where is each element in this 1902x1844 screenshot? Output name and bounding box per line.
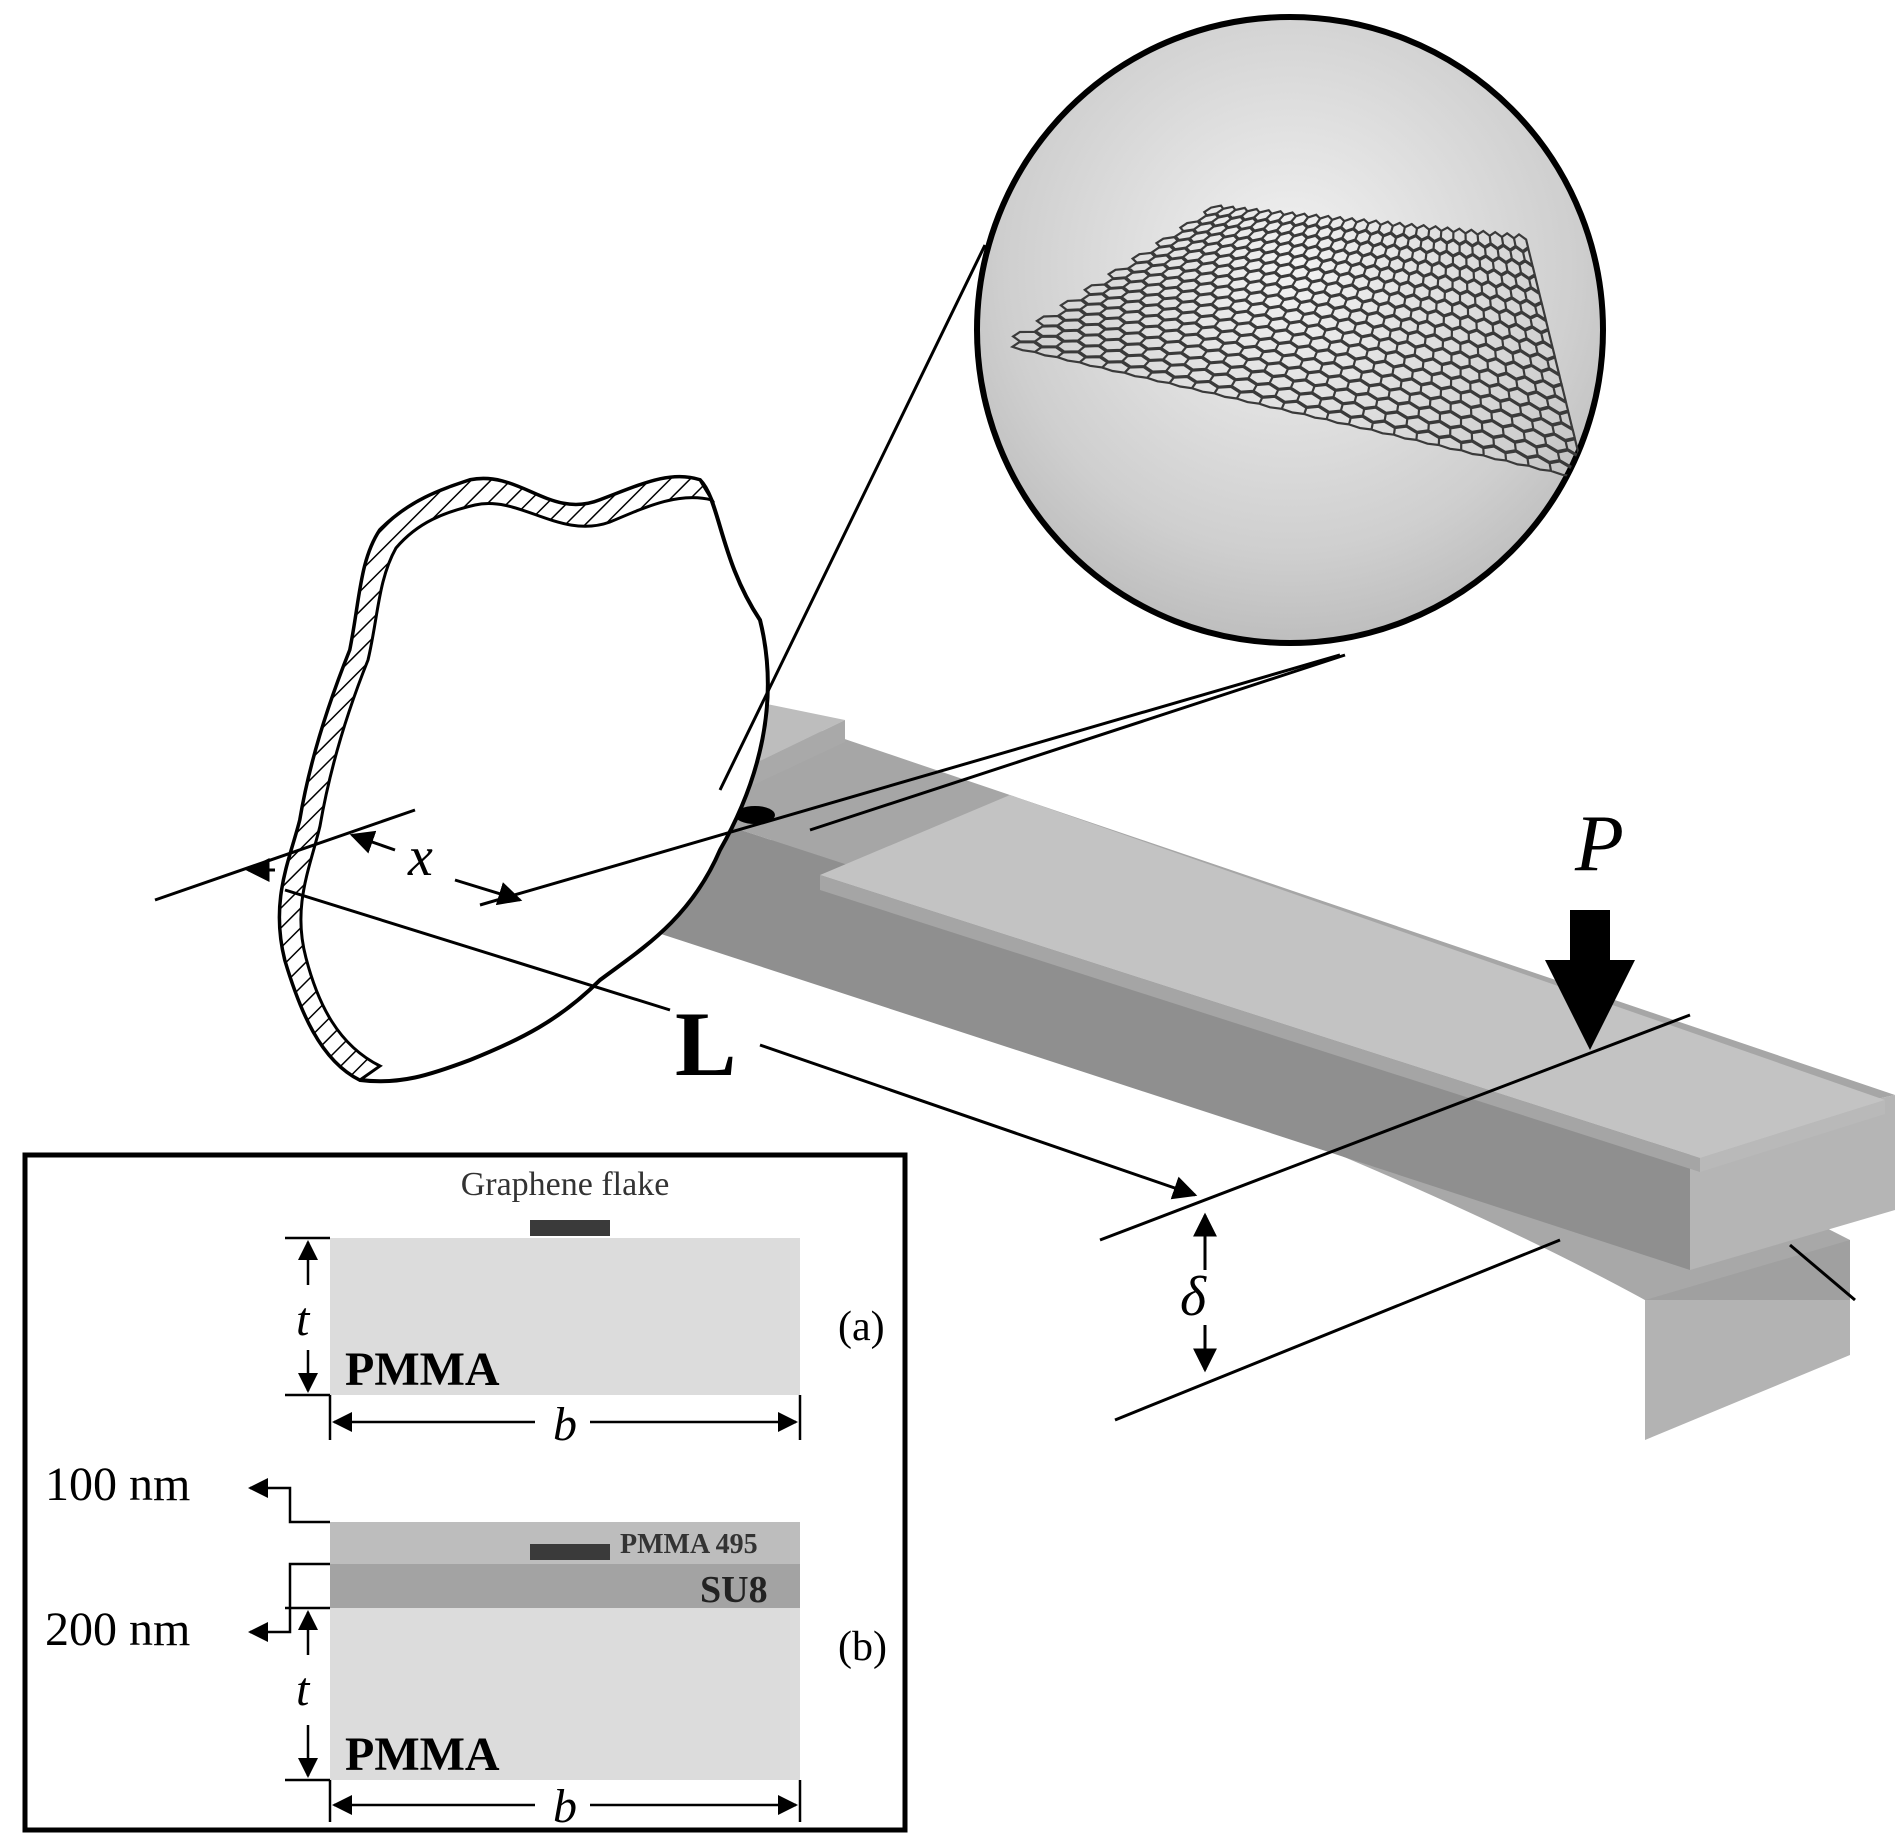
wall-hatched-rim — [278, 475, 716, 1082]
cross-section-inset: Graphene flake PMMA (a) t b PMMA 495 SU8… — [22, 1152, 908, 1833]
magnified-view-circle — [974, 14, 1606, 646]
deflection-label: δ — [1180, 1266, 1207, 1328]
beam-side-face — [465, 740, 1690, 1270]
coating-layer-front — [820, 875, 1700, 1172]
thickness-label-b: t — [296, 1663, 311, 1716]
graphene-flake-a — [530, 1220, 610, 1236]
top-thickness-leader — [248, 1478, 330, 1524]
panel-b-label: (b) — [838, 1624, 887, 1670]
pmma-label-a: PMMA — [345, 1343, 500, 1396]
position-label: x — [407, 826, 433, 888]
top-thickness-label: 100 nm — [45, 1458, 190, 1511]
wall-reference-line — [154, 808, 416, 902]
su8-layer-b — [330, 1564, 800, 1608]
deflected-tip-line — [1789, 1243, 1856, 1302]
beam-axis-line — [479, 653, 1341, 907]
deflected-beam-end-top — [1645, 1240, 1850, 1300]
magnifier-leader-left — [718, 244, 987, 791]
coating-layer-end — [1700, 1100, 1885, 1172]
panel-a-label: (a) — [838, 1304, 885, 1350]
wall-support — [277, 474, 770, 1084]
coating-layer-top — [820, 795, 1885, 1158]
magnifier-leader-right — [809, 653, 1346, 832]
deflected-reference-line — [1114, 1238, 1561, 1422]
load-label: P — [1574, 800, 1624, 888]
length-label: L — [675, 993, 736, 1095]
graphene-lattice — [1009, 204, 1587, 482]
graphene-flake-spot — [735, 806, 775, 824]
graphene-flake-b — [530, 1544, 610, 1560]
graphene-flake-label: Graphene flake — [461, 1166, 670, 1203]
width-label-b: b — [553, 1780, 577, 1833]
length-dimension-line-right — [759, 1043, 1198, 1200]
length-dimension-line-left — [284, 888, 671, 1012]
middle-thickness-leader — [248, 1562, 330, 1642]
pmma-label-b: PMMA — [345, 1728, 500, 1781]
middle-thickness-label: 200 nm — [45, 1603, 190, 1656]
graphene-hexagon-mesh — [1009, 204, 1587, 482]
width-label-a: b — [553, 1398, 577, 1451]
load-reference-line — [1099, 1013, 1691, 1242]
pmma495-label: PMMA 495 — [620, 1529, 758, 1560]
pmma-layer-a — [330, 1238, 800, 1395]
x-dimension-arrow-right — [454, 878, 523, 906]
pmma-layer-b — [330, 1608, 800, 1780]
su8-label: SU8 — [700, 1569, 768, 1611]
thickness-label-a: t — [296, 1293, 311, 1346]
x-dimension-arrow-left — [349, 830, 396, 854]
load-arrow — [1545, 910, 1635, 1050]
deflected-beam-end-face — [1645, 1300, 1850, 1440]
